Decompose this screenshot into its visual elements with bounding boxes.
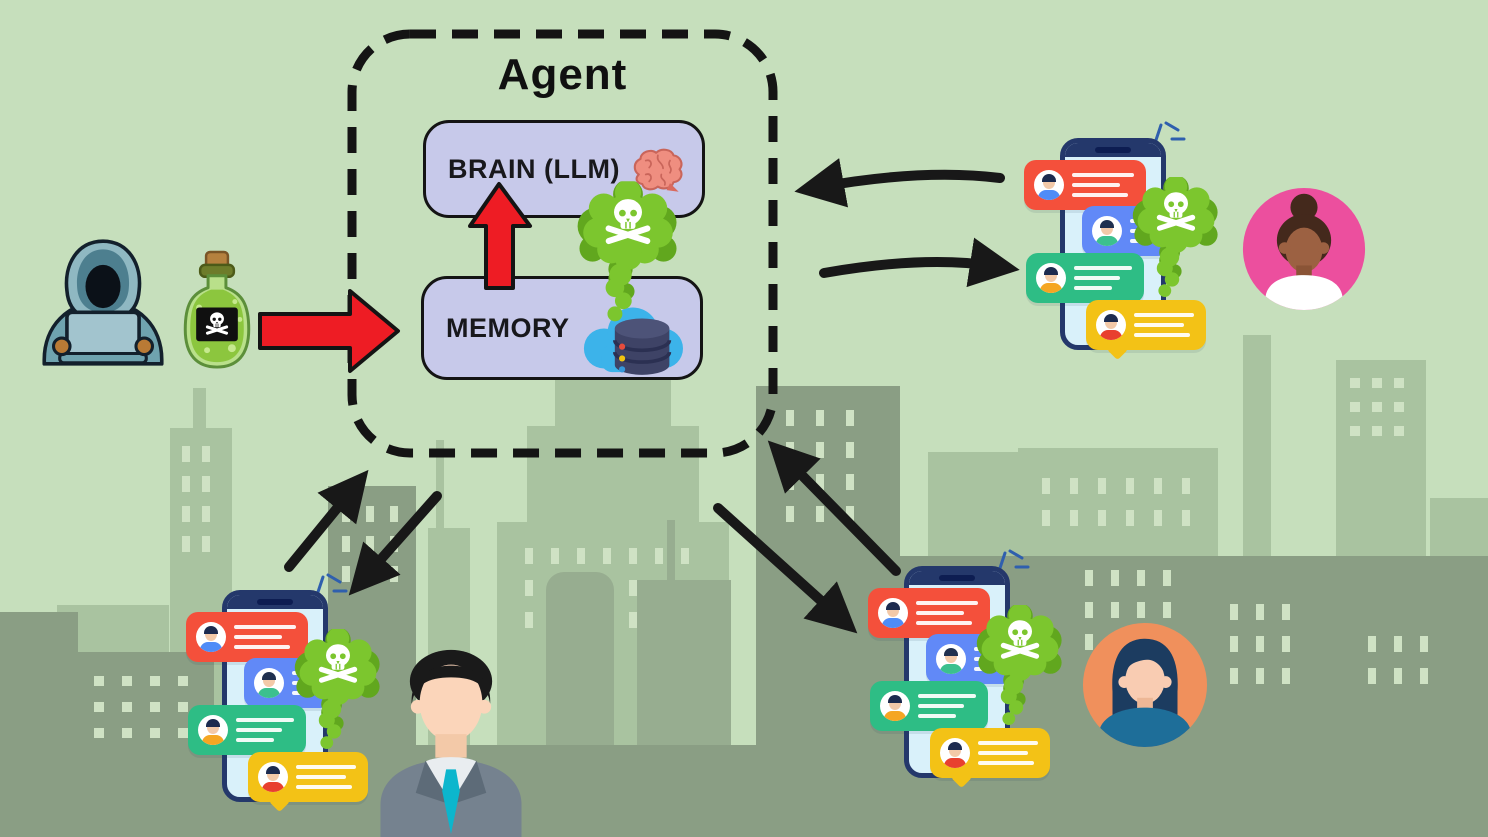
window-patch [1230,604,1314,684]
message-lines [1072,167,1136,203]
brain-label: BRAIN (LLM) [448,153,620,184]
chat-bubble-yellow [1086,300,1206,361]
contact-avatar [880,691,910,721]
contact-avatar [1034,170,1064,200]
contact-avatar [878,598,908,628]
brain-icon [633,148,683,192]
chat-bubble-red [1024,160,1146,221]
building-antenna [667,520,675,585]
contact-avatar [198,715,228,745]
chat-bubble-green [188,705,306,766]
chat-bubble-yellow [930,728,1050,789]
memory-label: MEMORY [446,312,570,343]
hacker-icon [42,239,164,366]
arrow-agent-to-phone-topright [819,237,1020,288]
phone-speaker [257,599,293,605]
message-lines [236,712,296,748]
notification-sparkle-icon [998,549,1030,570]
message-lines [1134,307,1196,343]
dashed-border [347,29,778,458]
poison-smoke-icon [1128,174,1224,308]
chat-bubble-green [1026,253,1144,314]
window-patch [1368,636,1428,684]
user-woman-pink-avatar [1242,187,1366,311]
notification-sparkle-icon [316,573,348,594]
contact-avatar [258,762,288,792]
message-lines [296,759,358,795]
message-lines [234,619,298,655]
chat-bubble-red [186,612,308,673]
contact-avatar [936,644,966,674]
phone-chat-cluster-top-right [1024,120,1254,361]
message-lines [978,735,1040,771]
contact-avatar [1036,263,1066,293]
phone-speaker [1095,147,1131,153]
chat-bubble-yellow [248,752,368,813]
agent-boundary: Agent BRAIN (LLM) MEMORY [346,28,779,459]
message-lines [918,688,978,724]
chat-bubble-green [870,681,988,742]
contact-avatar [196,622,226,652]
phone-speaker [939,575,975,581]
user-woman-orange-avatar [1082,622,1208,748]
memory-database-icon [583,307,683,375]
notification-sparkle-icon [1154,121,1186,142]
phone-chat-cluster-bottom-left [186,572,416,813]
agent-title: Agent [497,50,628,99]
contact-avatar [940,738,970,768]
phone-chat-cluster-bottom-mid [868,548,1098,789]
poison-bottle-icon [183,250,251,369]
arrow-phone-to-agent-topright [794,158,1005,208]
message-lines [916,595,980,631]
database-cylinder [613,318,672,375]
poison-smoke-icon [972,602,1068,736]
chat-bubble-red [868,588,990,649]
empire-tower-tier [527,426,699,528]
message-lines [1074,260,1134,296]
poison-smoke-icon [572,180,684,332]
contact-avatar [254,668,284,698]
memory-box: MEMORY [421,276,703,380]
poison-injection-arrow [258,289,400,373]
memory-to-brain-arrow [468,182,532,290]
contact-avatar [1092,216,1122,246]
contact-avatar [1096,310,1126,340]
user-man-avatar [380,649,522,837]
building [193,388,206,432]
